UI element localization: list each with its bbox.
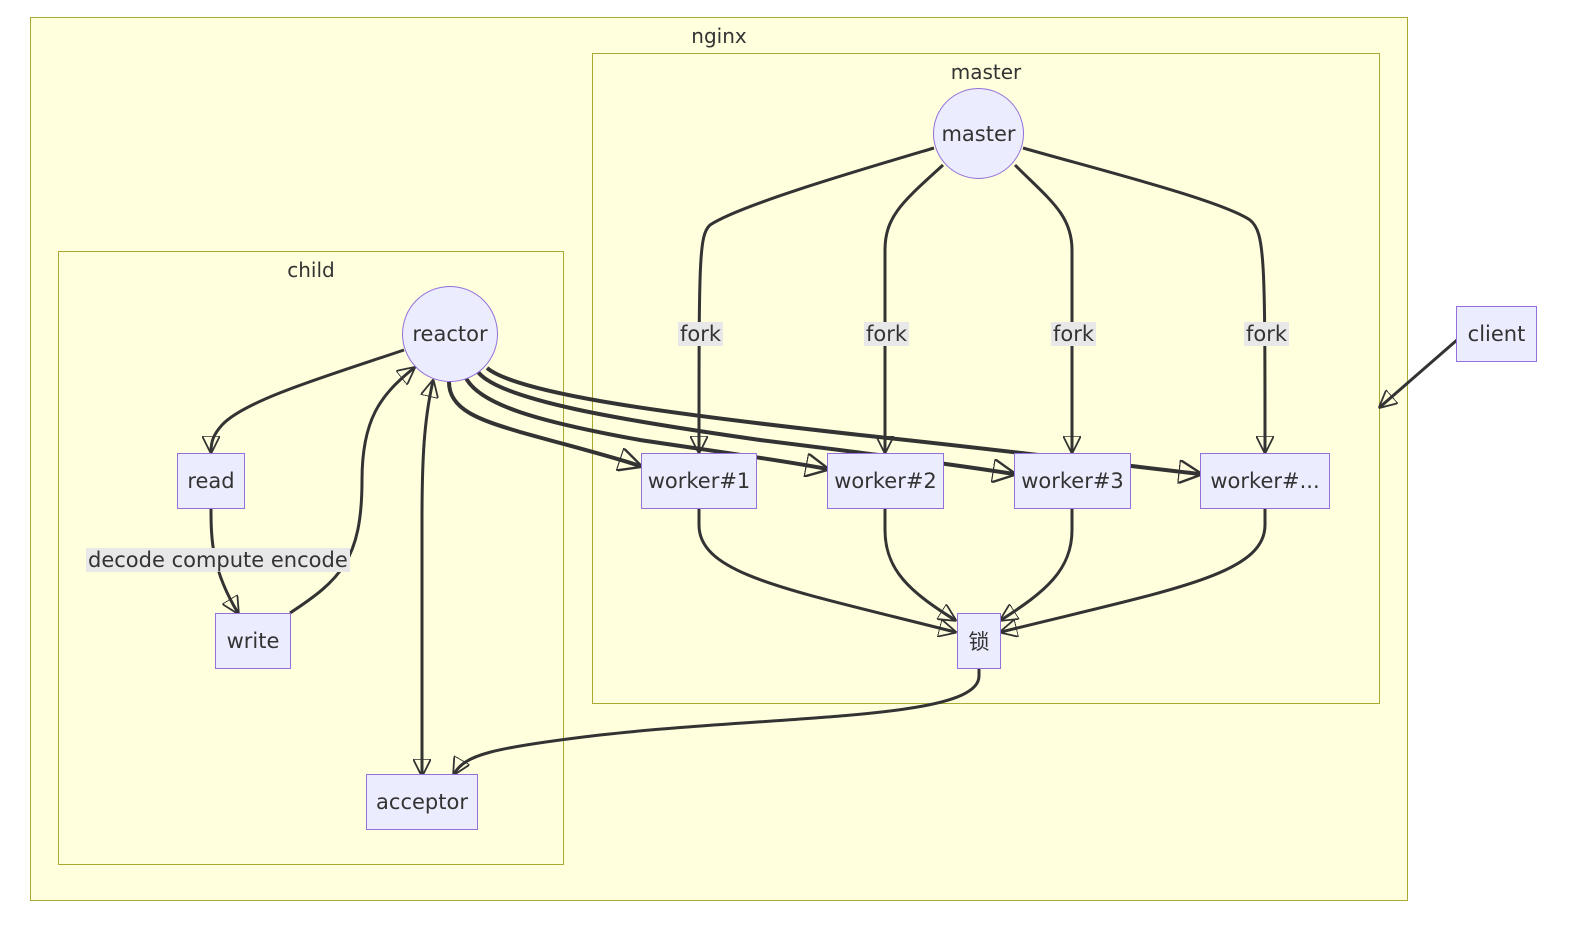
acceptor-node[interactable]: acceptor [366,774,478,830]
worker-4-node[interactable]: worker#... [1200,453,1330,509]
edge-reactor-acceptor [422,381,433,775]
nginx-cluster-title: nginx [691,24,747,48]
worker-3-node[interactable]: worker#3 [1014,453,1131,509]
master-node[interactable]: master [933,88,1024,179]
edge-label-decode-compute-encode: decode compute encode [86,548,350,572]
edge-label-fork-2: fork [864,322,910,346]
edge-reactor-worker1 [447,381,640,466]
edge-reactor-read [211,348,405,452]
edge-worker3-lock [1001,509,1074,620]
edge-reactor-worker3 [476,370,1014,474]
edge-reactor-worker2 [464,376,827,469]
edge-worker1-lock [697,509,955,632]
master-cluster-title: master [950,60,1022,84]
edge-lock-acceptor [454,668,981,774]
edge-label-fork-3: fork [1051,322,1097,346]
edge-master-worker2 [885,163,945,452]
edge-worker2-lock [883,509,955,620]
edge-worker4-lock [1001,509,1267,632]
read-node[interactable]: read [177,453,245,509]
edge-client-nginx [1380,338,1458,407]
reactor-node[interactable]: reactor [402,286,498,382]
edge-master-worker4 [1022,146,1265,452]
worker-2-node[interactable]: worker#2 [827,453,944,509]
write-node[interactable]: write [215,613,291,669]
edge-write-reactor [289,368,414,615]
worker-1-node[interactable]: worker#1 [641,453,757,509]
lock-node[interactable]: 锁 [957,613,1001,669]
child-cluster-title: child [287,258,335,282]
edge-master-worker1 [699,146,935,452]
edge-label-fork-1: fork [678,322,724,346]
edge-master-worker3 [1013,163,1072,452]
client-node[interactable]: client [1456,306,1537,362]
edge-label-fork-4: fork [1244,322,1290,346]
